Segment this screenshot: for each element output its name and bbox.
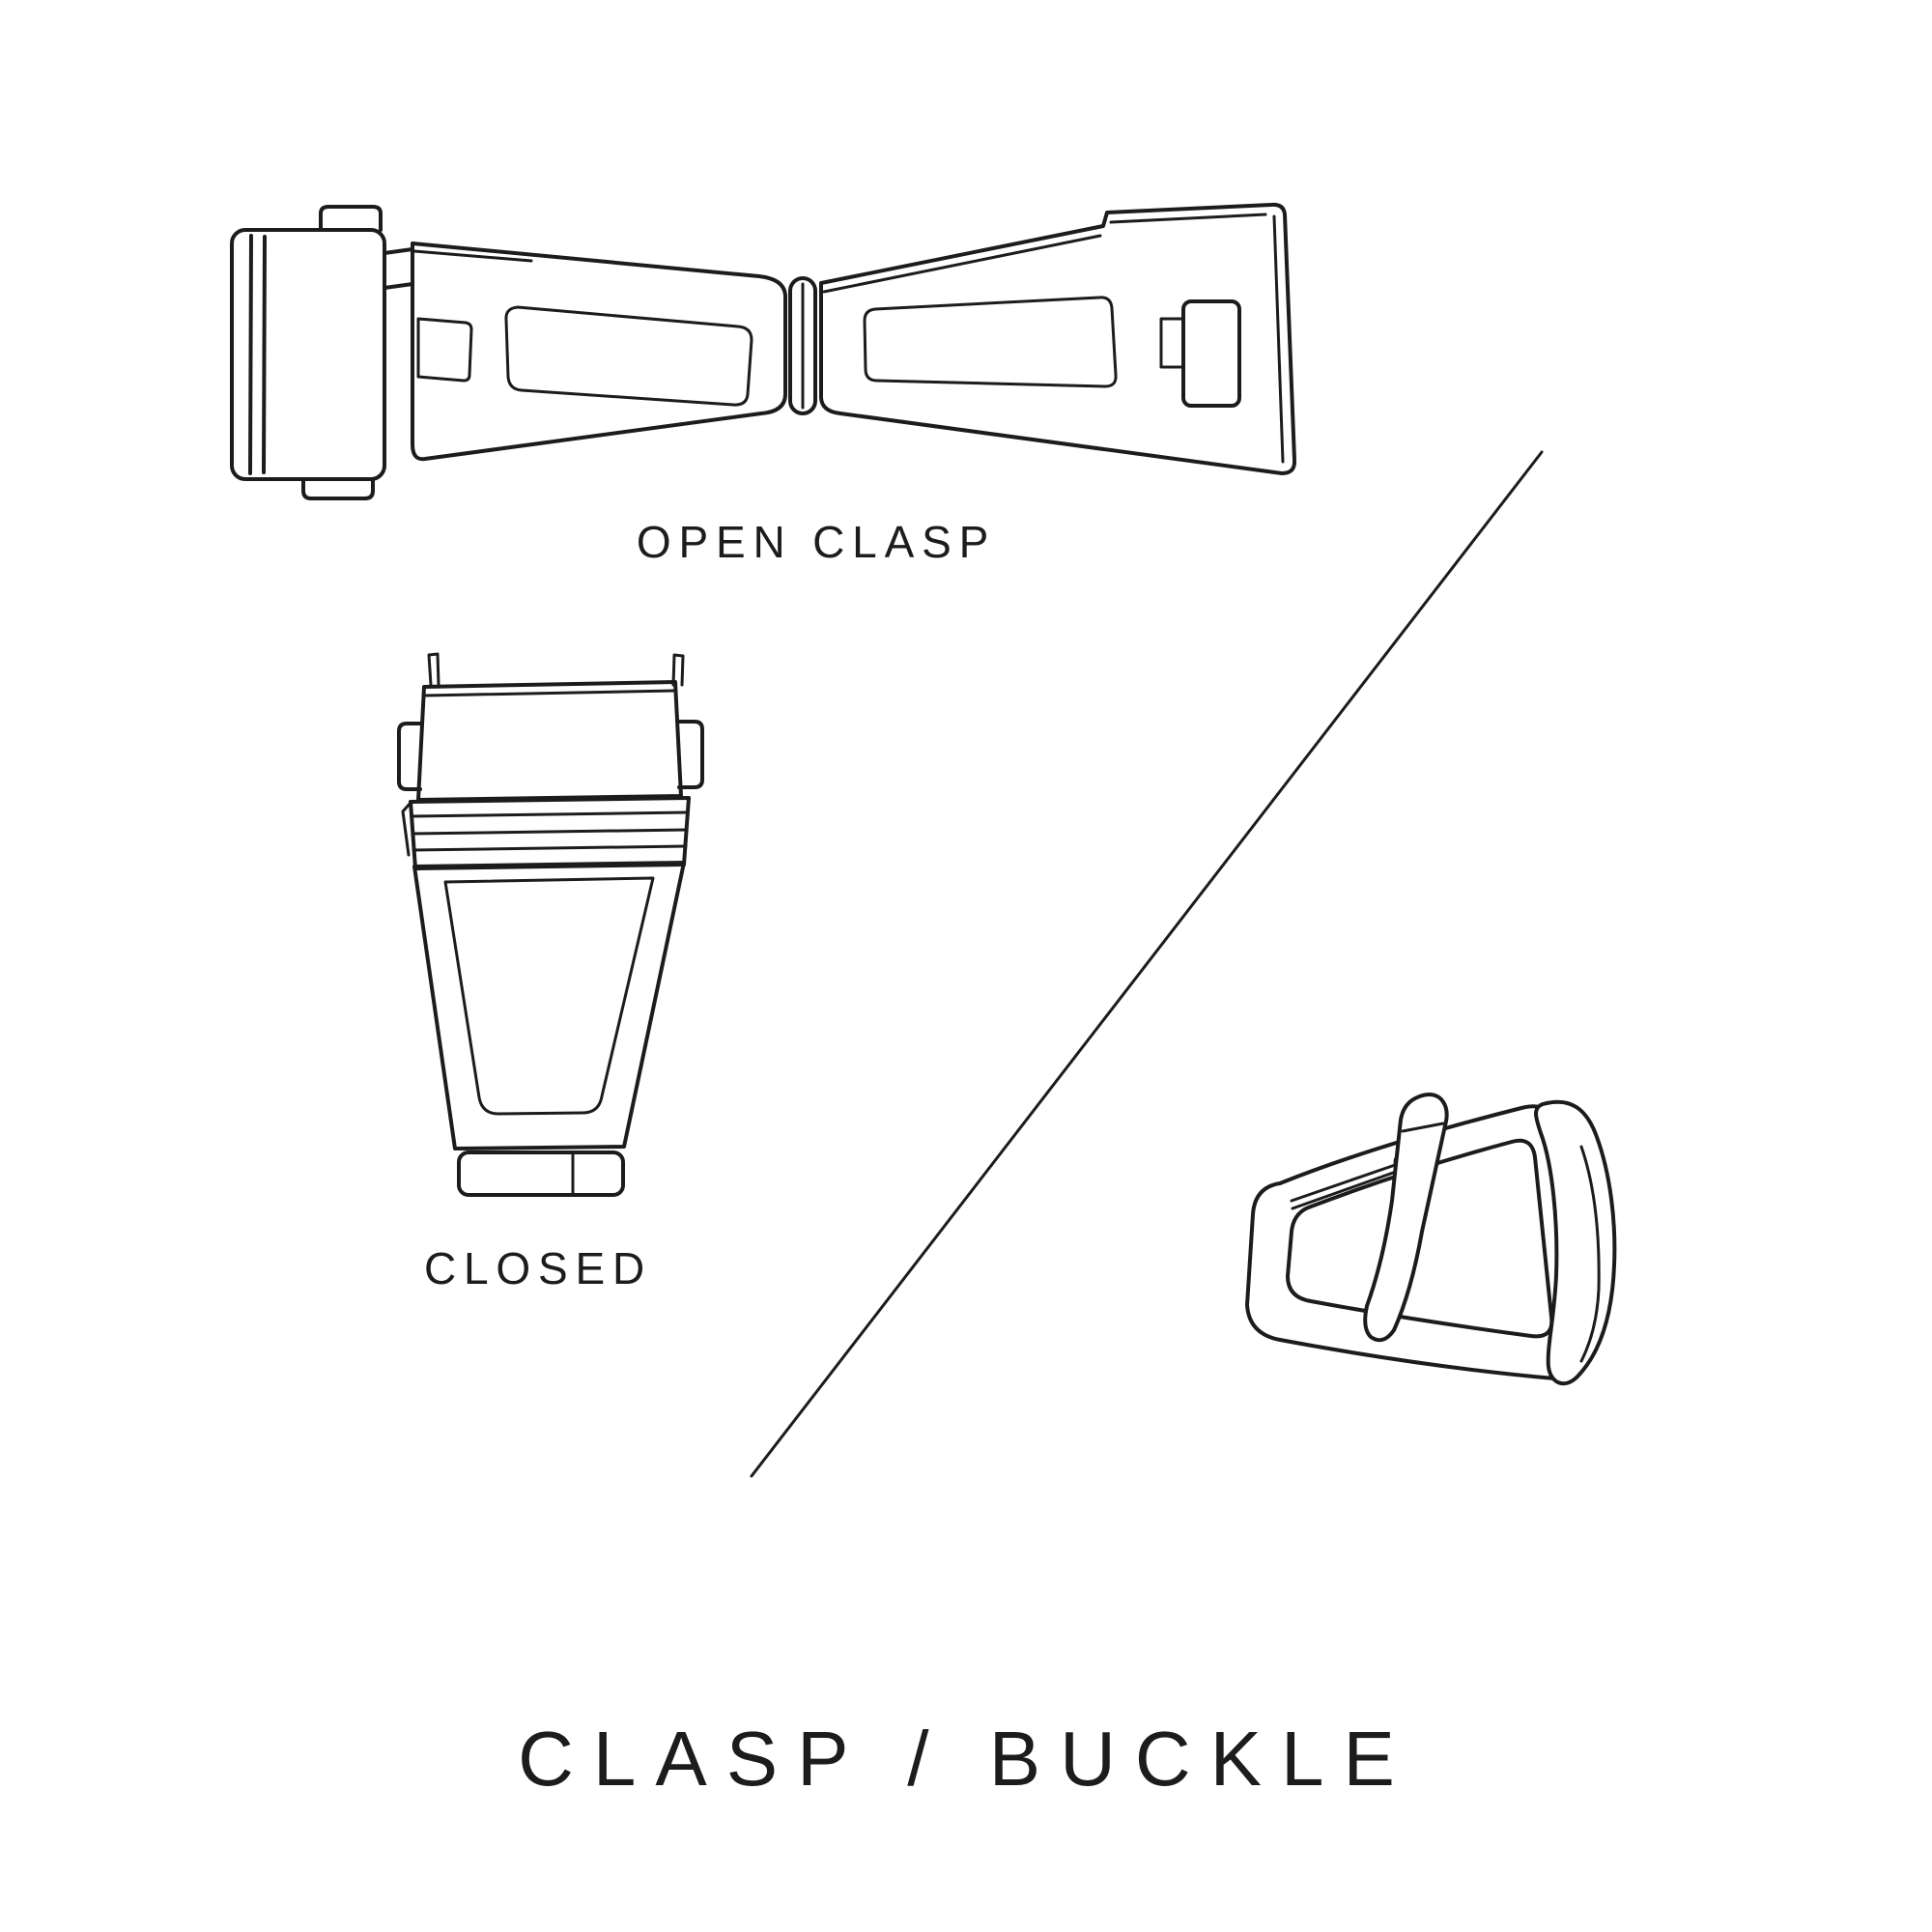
- clasp-end-bar: [457, 1151, 625, 1197]
- open-clasp-label: OPEN CLASP: [636, 517, 997, 567]
- clasp-release-button: [1159, 299, 1241, 408]
- closed-clasp-label: CLOSED: [423, 1243, 653, 1293]
- clasp-cover: [397, 680, 704, 802]
- clasp-hinge: [788, 276, 817, 415]
- clasp-fold-bands: [401, 796, 691, 870]
- closed-clasp-illustration: [397, 652, 704, 1197]
- open-clasp-illustration: [230, 202, 1297, 500]
- clasp-right-arm: [819, 202, 1297, 475]
- clasp-body: [412, 861, 686, 1151]
- buckle-tongue: [1363, 1093, 1449, 1343]
- clasp-end-link: [230, 205, 414, 500]
- divider-line: [750, 450, 1544, 1478]
- buckle-end-piece: [1534, 1099, 1617, 1386]
- clasp-left-arm: [411, 242, 787, 462]
- page-title: CLASP / BUCKLE: [518, 1716, 1414, 1802]
- clasp-prongs: [427, 652, 685, 687]
- buckle-illustration: [1245, 1093, 1617, 1386]
